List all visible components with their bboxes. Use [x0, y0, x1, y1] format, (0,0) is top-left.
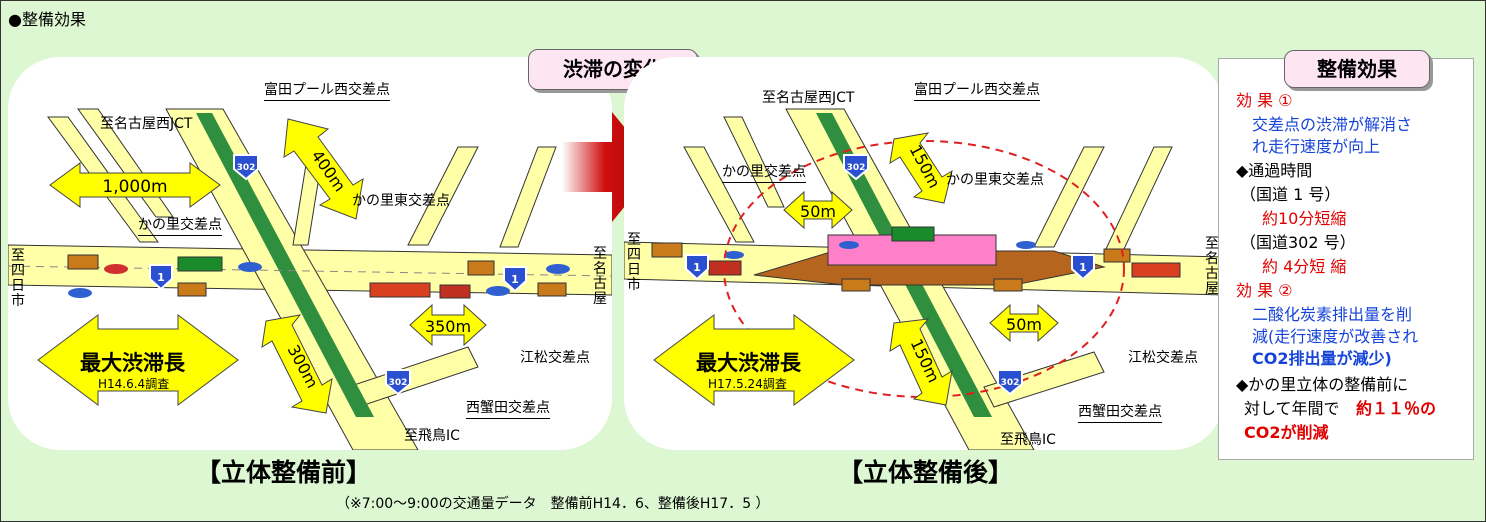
vehicles	[67, 254, 570, 299]
label-nagoya: 至名古屋	[593, 246, 607, 307]
route1-shield-number: 1	[157, 271, 165, 284]
effects-title: 整備効果	[1284, 50, 1430, 88]
route302-label: （国道302 号）	[1240, 233, 1356, 252]
side-road-left1	[683, 146, 755, 243]
route302-shield-a: 302	[233, 154, 259, 181]
route302-shield-number: 302	[237, 163, 256, 173]
route1-shield-a: 1	[685, 254, 709, 281]
kanosato-line1: ◆かの里立体の整備前に	[1236, 375, 1409, 394]
effects-box	[1218, 58, 1474, 460]
label-kanosato: かの里交差点	[722, 161, 806, 183]
max-jam-date: H14.6.4調査	[98, 377, 170, 391]
caption-before: 【立体整備前】	[196, 458, 372, 487]
effect2-heading: 効 果 ②	[1236, 281, 1293, 300]
label-jct: 至名古屋西JCT	[100, 116, 193, 132]
kanosato-line3: CO2が削減	[1244, 423, 1329, 442]
route1-shield-number: 1	[511, 273, 519, 286]
arrow-50m-left: 50m	[783, 190, 853, 230]
kanosato-line2b: 約１１％の	[1356, 399, 1437, 418]
label-jct: 至名古屋西JCT	[762, 90, 855, 106]
before-road-map: 1 1 302 302 1,000m 400m 350m 300m	[7, 108, 613, 451]
label-yokkaichi: 至四日市	[627, 232, 641, 293]
kanosato-line2a: 対して年間で	[1244, 399, 1340, 418]
route302-shield-number: 302	[1001, 378, 1020, 388]
effect2-line2: 減(走行速度が改善され	[1252, 327, 1419, 346]
label-kanosato-east: かの里東交差点	[946, 172, 1044, 188]
label-nishikanita: 西蟹田交差点	[466, 397, 550, 419]
max-jam-arrow	[37, 314, 239, 406]
route1-shield-number: 1	[693, 261, 701, 274]
label-kanosato: かの里交差点	[138, 214, 222, 236]
label-kanosato-east: かの里東交差点	[352, 193, 450, 209]
route1-shield-b: 1	[1071, 254, 1095, 281]
before-panel: 1 1 302 302 1,000m 400m 350m 300m	[7, 57, 613, 451]
side-road-left2	[723, 116, 785, 208]
label-nagoya: 至名古屋	[1205, 236, 1219, 297]
after-panel: 1 1 302 302 150m 50m 50m 150m	[623, 57, 1225, 451]
label-yokkaichi: 至四日市	[11, 248, 25, 309]
label-egmatsu: 江松交差点	[520, 350, 590, 366]
improved-area-ellipse	[723, 140, 1125, 398]
label-egmatsu: 江松交差点	[1128, 350, 1198, 366]
svg-text:350m: 350m	[425, 317, 471, 336]
caption-after: 【立体整備後】	[838, 458, 1014, 487]
label-asuka: 至飛鳥IC	[1000, 432, 1056, 448]
side-road-right2	[499, 146, 557, 248]
route302-value: 約 4分短 縮	[1262, 257, 1347, 276]
max-jam-title: 最大渋滞長	[80, 351, 185, 375]
arrow-150m-top: 150m	[889, 132, 953, 204]
data-note: （※7:00～9:00の交通量データ 整備前H14．6、整備後H17．5 ）	[336, 496, 770, 512]
svg-text:50m: 50m	[800, 202, 836, 221]
route302-shield-b: 302	[997, 369, 1023, 396]
route302-shield-a: 302	[843, 154, 869, 181]
label-tomita: 富田プール西交差点	[914, 79, 1040, 101]
svg-text:1,000m: 1,000m	[102, 177, 167, 197]
effect1-line2: れ走行速度が向上	[1252, 137, 1381, 156]
route302-shield-number: 302	[389, 378, 408, 388]
side-road-right2	[1105, 146, 1173, 250]
effect1-line1: 交差点の渋滞が解消さ	[1252, 115, 1413, 134]
route302-shield-number: 302	[847, 163, 866, 173]
svg-text:50m: 50m	[1006, 315, 1042, 334]
label-tomita: 富田プール西交差点	[264, 79, 390, 101]
effect2-line1: 二酸化炭素排出量を削	[1252, 305, 1413, 324]
max-jam-date: H17.5.24調査	[708, 377, 787, 391]
effect1-heading: 効 果 ①	[1236, 91, 1293, 110]
route1-shield-number: 1	[1079, 261, 1087, 274]
route302-median	[196, 113, 374, 417]
label-asuka: 至飛鳥IC	[404, 428, 460, 444]
label-nishikanita: 西蟹田交差点	[1078, 401, 1162, 423]
max-jam-arrow	[653, 314, 855, 406]
arrow-1000m: 1,000m	[49, 162, 221, 208]
route1-label: （国道 1 号）	[1240, 185, 1341, 204]
arrow-350m: 350m	[409, 303, 487, 347]
travel-time-heading: ◆通過時間	[1236, 161, 1313, 180]
after-road-map: 1 1 302 302 150m 50m 50m 150m	[623, 108, 1225, 451]
side-road-right1	[407, 146, 479, 246]
route1-value: 約10分短縮	[1262, 209, 1347, 228]
max-jam-title: 最大渋滞長	[696, 351, 801, 375]
section-title: ●整備効果	[8, 10, 86, 29]
arrow-50m-right: 50m	[989, 303, 1059, 343]
route302-shield-b: 302	[385, 369, 411, 396]
effect2-line3: CO2排出量が減少)	[1252, 349, 1392, 368]
side-road-bottom	[983, 351, 1105, 408]
side-road-right1	[1033, 146, 1105, 248]
route1-shield-a: 1	[149, 264, 173, 291]
route1-shield-b: 1	[503, 266, 527, 293]
